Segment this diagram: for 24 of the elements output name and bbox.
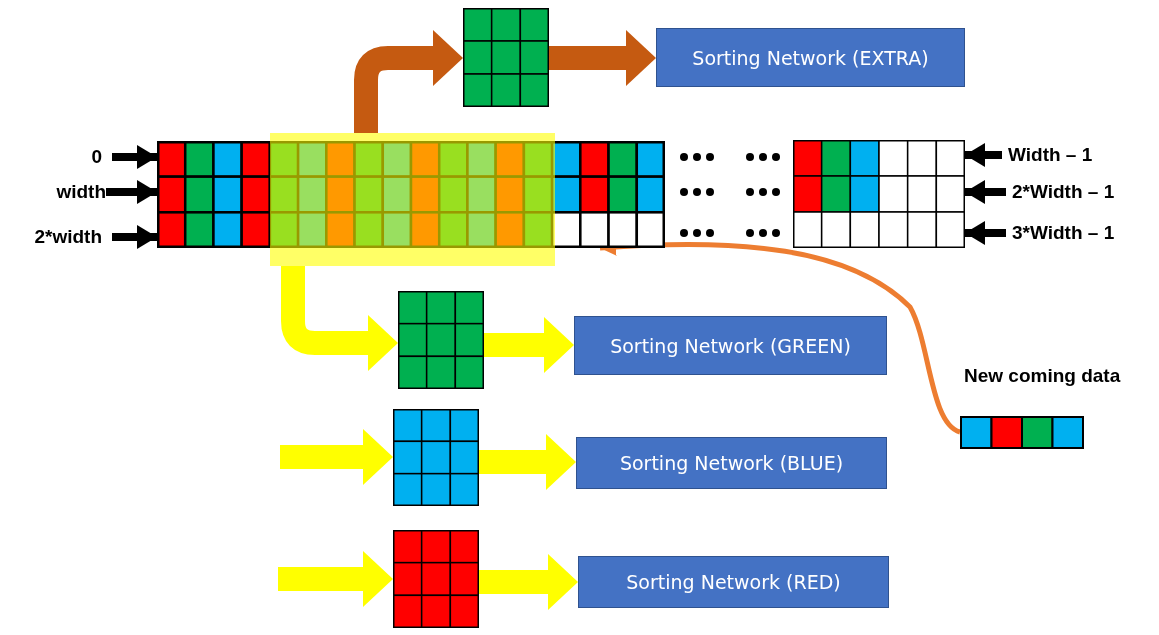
block-arrow <box>280 429 393 485</box>
block-arrow <box>484 317 574 373</box>
row-index-label: 3*Width – 1 <box>1006 221 1156 245</box>
block-arrow <box>479 434 576 490</box>
block-arrow <box>278 551 393 607</box>
row-index-label: width <box>10 180 106 204</box>
sorting-network-box: Sorting Network (EXTRA) <box>656 28 965 87</box>
pixel-block-grid <box>463 8 549 107</box>
block-arrow <box>549 30 656 86</box>
pixel-buffer-grid <box>157 141 665 248</box>
sorting-network-box: Sorting Network (GREEN) <box>574 316 887 375</box>
sorting-network-box: Sorting Network (RED) <box>578 556 889 608</box>
pixel-buffer-grid <box>793 140 965 248</box>
data-heading: New coming data <box>964 364 1121 388</box>
block-arrow <box>479 554 578 610</box>
row-index-label: Width – 1 <box>1002 143 1152 167</box>
pixel-block-grid <box>398 291 484 389</box>
row-index-label: 2*width <box>0 225 112 249</box>
highlight-window <box>270 133 555 266</box>
pixel-block-grid <box>393 530 479 628</box>
pixel-block-grid <box>393 409 479 506</box>
sorting-network-box: Sorting Network (BLUE) <box>576 437 887 489</box>
row-index-label: 0 <box>50 145 112 169</box>
row-index-label: 2*Width – 1 <box>1006 180 1156 204</box>
